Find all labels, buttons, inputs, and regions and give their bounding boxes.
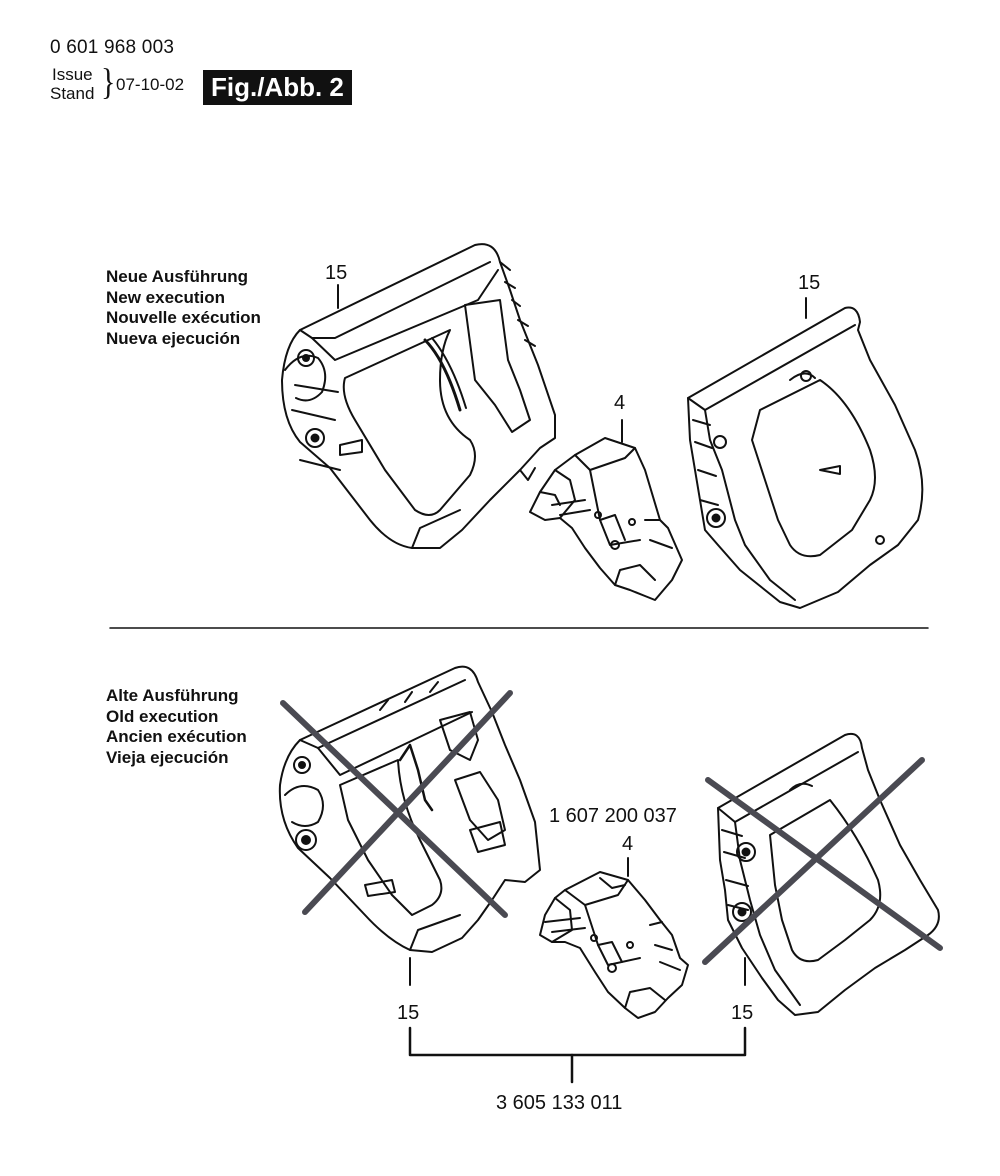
new-execution-labels: Neue Ausführung New execution Nouvelle e…: [106, 267, 261, 349]
issue-date: 07-10-02: [116, 75, 185, 94]
new-housing-left-drawing: [281, 243, 556, 549]
brace-glyph: }: [101, 61, 116, 103]
figure-label: Fig./Abb. 2: [203, 70, 352, 105]
new-switch-drawing: [529, 437, 683, 601]
old-execution-es: Vieja ejecución: [106, 747, 229, 767]
new-housing-right-drawing: [687, 306, 924, 609]
new-execution-en: New execution: [106, 287, 226, 307]
old-execution-en: Old execution: [106, 706, 219, 726]
callout-old-switch-part-number: 1 607 200 037: [549, 805, 677, 827]
issue-label: Issue: [52, 65, 93, 84]
old-execution-labels: Alte Ausführung Old execution Ancien exé…: [106, 686, 247, 768]
new-execution-fr: Nouvelle exécution: [106, 308, 261, 327]
old-housing-right-cross: [702, 757, 943, 965]
callout-housing-set-part-number: 3 605 133 011: [496, 1092, 623, 1114]
callout-old-housing-right: 15: [731, 1002, 754, 1024]
new-execution-de: Neue Ausführung: [106, 267, 248, 286]
callout-old-housing-left: 15: [397, 1002, 420, 1024]
document-number: 0 601 968 003: [50, 37, 175, 58]
old-execution-de: Alte Ausführung: [106, 686, 239, 705]
stand-label: Stand: [50, 84, 95, 103]
old-housing-right-drawing: [717, 732, 940, 1016]
housing-set-bracket: [408, 1026, 747, 1057]
callout-old-switch: 4: [622, 833, 634, 855]
old-housing-left-cross: [280, 690, 513, 918]
old-switch-drawing: [539, 871, 689, 1019]
callout-new-housing-right: 15: [798, 272, 821, 294]
callout-new-housing-left: 15: [325, 262, 348, 284]
old-execution-fr: Ancien exécution: [106, 727, 247, 746]
old-housing-left-drawing: [278, 665, 541, 953]
new-execution-es: Nueva ejecución: [106, 328, 241, 348]
callout-new-switch: 4: [614, 392, 626, 414]
